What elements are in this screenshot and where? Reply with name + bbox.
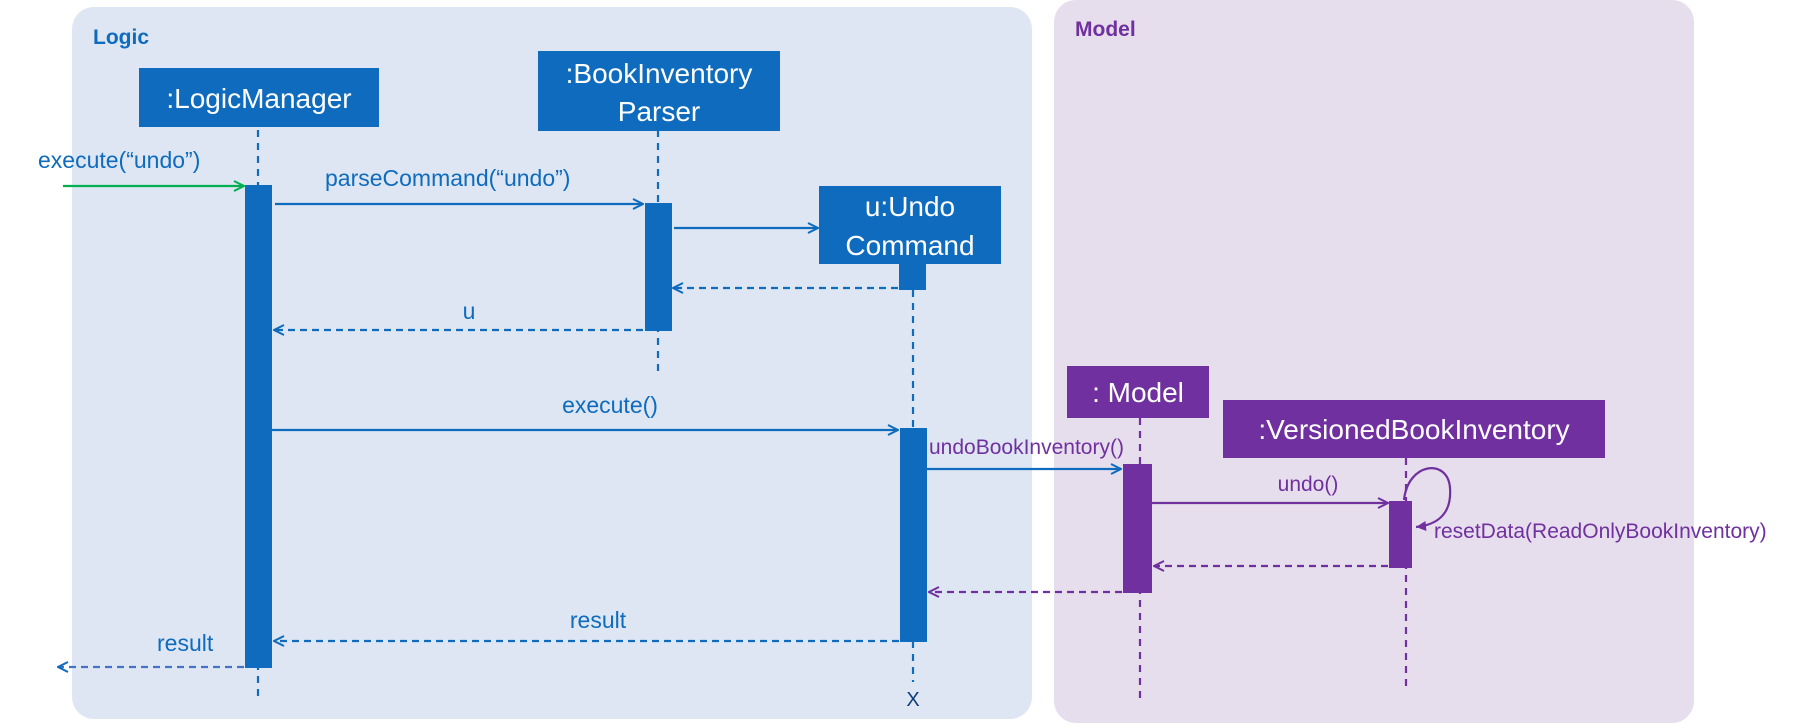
participant-undo-command: u:Undo Command bbox=[819, 186, 1001, 264]
participant-model-label: : Model bbox=[1092, 377, 1184, 408]
message-label-undo-book-inventory: undoBookInventory() bbox=[929, 436, 1124, 459]
message-self-reset-data bbox=[1402, 467, 1452, 531]
participant-model: : Model bbox=[1067, 366, 1209, 418]
participant-parser: :BookInventory Parser bbox=[538, 51, 780, 131]
participant-parser-label-line2: Parser bbox=[618, 96, 700, 127]
message-label-result-inner: result bbox=[570, 607, 627, 633]
participant-logic-manager: :LogicManager bbox=[139, 68, 379, 127]
participant-undo-command-label-line2: Command bbox=[845, 230, 974, 261]
model-frame bbox=[1054, 0, 1694, 723]
logic-frame bbox=[72, 7, 1032, 719]
activation-parser bbox=[645, 203, 672, 331]
participant-parser-label-line1: :BookInventory bbox=[566, 58, 753, 89]
participant-versioned-label: :VersionedBookInventory bbox=[1258, 414, 1569, 445]
activation-undo-command-creation bbox=[899, 263, 926, 290]
participant-versioned: :VersionedBookInventory bbox=[1223, 400, 1605, 458]
destroy-marker: X bbox=[906, 689, 919, 711]
participant-undo-command-label-line1: u:Undo bbox=[865, 191, 955, 222]
message-label-result-outer: result bbox=[157, 630, 214, 656]
message-label-execute-undo: execute(“undo”) bbox=[38, 147, 200, 173]
message-label-reset-data: resetData(ReadOnlyBookInventory) bbox=[1434, 520, 1767, 543]
message-label-parse-command: parseCommand(“undo”) bbox=[325, 165, 570, 191]
message-label-undo: undo() bbox=[1278, 473, 1339, 496]
participant-logic-manager-label: :LogicManager bbox=[166, 83, 351, 114]
activation-undo-command bbox=[900, 428, 927, 642]
activation-model bbox=[1123, 464, 1152, 593]
message-label-execute: execute() bbox=[562, 392, 658, 418]
activation-logic-manager bbox=[245, 185, 272, 668]
activation-versioned bbox=[1389, 501, 1412, 568]
logic-frame-title: Logic bbox=[93, 26, 149, 49]
message-label-u: u bbox=[463, 298, 476, 324]
model-frame-title: Model bbox=[1075, 18, 1136, 41]
